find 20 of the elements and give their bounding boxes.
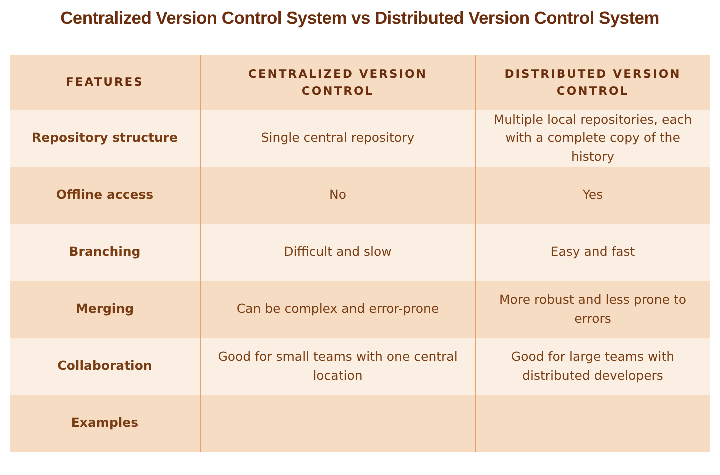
comparison-text: Good for small teams with one central location: [217, 348, 459, 384]
feature-name: Merging: [76, 300, 134, 318]
column-header: DISTRIBUTED VERSION CONTROL: [504, 66, 682, 100]
comparison-text: Difficult and slow: [284, 243, 392, 262]
column-header: CENTRALIZED VERSION CONTROL: [248, 66, 428, 100]
comparison-text: Multiple local repositories, each with a complete copy of the history: [492, 111, 694, 166]
comparison-text: Yes: [582, 186, 604, 204]
title: Centralized Version Control System vs Distributed Version Control System: [60, 8, 660, 29]
comparison-text: Single central repository: [261, 129, 415, 148]
feature-name: Examples: [71, 414, 139, 432]
comparison-text: Easy and fast: [550, 243, 636, 262]
comparison-text: Can be complex and error-prone: [236, 300, 440, 318]
comparison-text: More robust and less prone to errors: [498, 291, 688, 328]
comparison-text: No: [330, 186, 346, 204]
feature-name: Collaboration: [58, 357, 152, 376]
feature-name: Branching: [69, 243, 141, 262]
comparison-text: Good for large teams with distributed developers: [510, 348, 676, 385]
feature-name: Repository structure: [32, 129, 178, 148]
feature-name: Offline access: [56, 186, 154, 204]
column-header: FEATURES: [66, 74, 144, 91]
